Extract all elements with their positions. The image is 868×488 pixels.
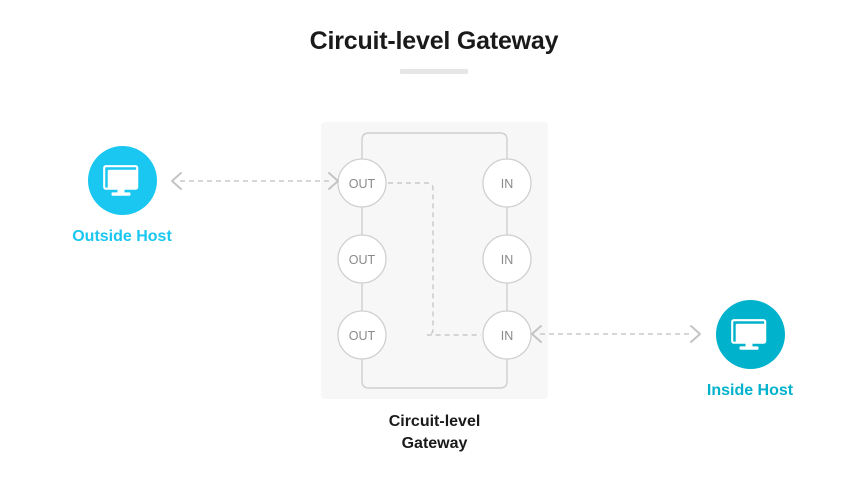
inside-host-label: Inside Host [706, 382, 794, 399]
gateway-caption: Circuit-level Gateway [321, 411, 548, 455]
gateway-caption-line2: Gateway [401, 435, 468, 452]
node-inside-host[interactable]: Inside Host [675, 300, 825, 400]
page-title: Circuit-level Gateway [309, 27, 559, 55]
monitor-icon [731, 318, 767, 350]
inside-host-avatar [715, 300, 785, 369]
outside-host-label: Outside Host [72, 228, 172, 245]
node-outside-host[interactable]: Outside Host [47, 146, 197, 246]
gateway-caption-line1: Circuit-level [388, 413, 481, 430]
title-divider [400, 69, 468, 74]
gateway-panel [321, 122, 548, 399]
monitor-icon [103, 164, 139, 196]
outside-host-avatar [87, 146, 157, 215]
